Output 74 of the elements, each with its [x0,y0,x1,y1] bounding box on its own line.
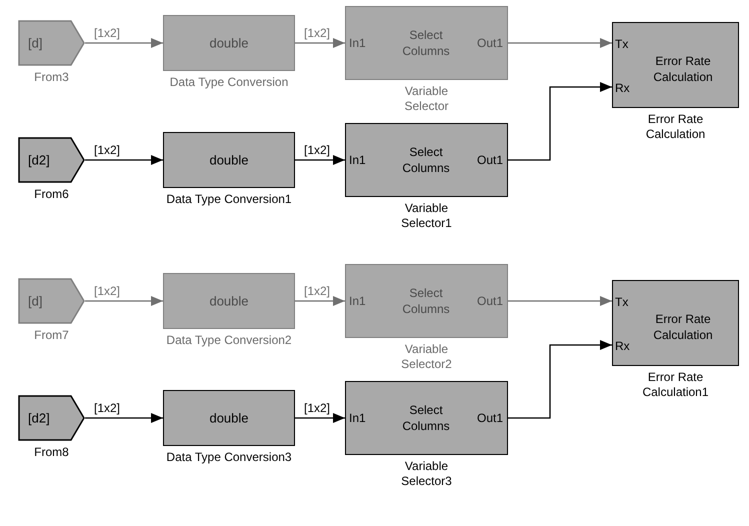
port-label: Out1 [476,410,503,427]
block-label: double [208,409,250,428]
signal-line [295,413,345,423]
from-tag-block [18,137,85,183]
block-name: Data Type Conversion1 [165,192,293,207]
block-name: Data Type Conversion [168,75,290,90]
tag-text: [d2] [28,151,50,170]
block-name: Variable Selector [403,84,450,114]
block-label: Select Columns [401,27,451,59]
block-name: From6 [33,187,70,202]
signal-line [295,38,345,48]
function-block [345,6,508,80]
block-name: Data Type Conversion3 [165,450,293,465]
port-label: In1 [349,293,366,310]
block-name: From7 [33,328,70,343]
signal-line [85,413,163,423]
function-block [163,390,295,446]
port-label: In1 [349,410,366,427]
function-block [163,132,295,188]
tag-text: [d] [28,292,42,310]
block-label: double [208,292,250,310]
port-label: Tx [615,37,628,51]
edge-label: [1x2] [93,27,122,40]
edge-label: [1x2] [93,402,122,415]
port-label: Rx [615,339,630,353]
signal-line [85,155,163,165]
block-label: Select Columns [401,285,451,317]
port-label: Tx [615,295,628,309]
tag-text: [d2] [28,409,50,428]
block-label: double [208,34,250,52]
block-name: Error Rate Calculation [644,112,706,142]
from-tag-block [18,395,85,441]
port-label: In1 [349,35,366,52]
signal-line [508,38,612,48]
block-label: Error Rate Calculation [652,311,714,343]
function-block [612,280,739,366]
block-name: Variable Selector2 [400,342,453,372]
port-label: Rx [615,81,630,95]
port-label: In1 [349,152,366,169]
port-label: Out1 [476,293,503,310]
signal-line [85,38,163,48]
block-name: From8 [33,445,70,460]
block-name: Data Type Conversion2 [165,333,293,348]
function-block [345,381,508,455]
edge-label: [1x2] [93,144,122,157]
function-block [163,273,295,329]
function-block [612,22,739,108]
edge-label: [1x2] [303,27,332,40]
block-name: Variable Selector1 [400,201,453,231]
block-name: From3 [33,70,70,85]
function-block [345,264,508,338]
signal-line [508,296,612,306]
signal-line [85,296,163,306]
block-name: Error Rate Calculation1 [641,370,710,400]
block-label: Select Columns [401,144,451,176]
signal-line [508,82,612,161]
function-block [345,123,508,197]
from-tag-block [18,20,85,66]
function-block [163,15,295,71]
edge-label: [1x2] [303,144,332,157]
signal-line [295,296,345,306]
edge-label: [1x2] [303,402,332,415]
block-label: Select Columns [401,402,451,434]
block-label: Error Rate Calculation [652,53,714,85]
from-tag-block [18,278,85,324]
block-name: Variable Selector3 [400,459,453,489]
port-label: Out1 [476,35,503,52]
block-label: double [208,151,250,170]
edge-label: [1x2] [93,285,122,298]
tag-text: [d] [28,34,42,52]
port-label: Out1 [476,152,503,169]
signal-line [295,155,345,165]
edge-label: [1x2] [303,285,332,298]
signal-line [508,340,612,419]
